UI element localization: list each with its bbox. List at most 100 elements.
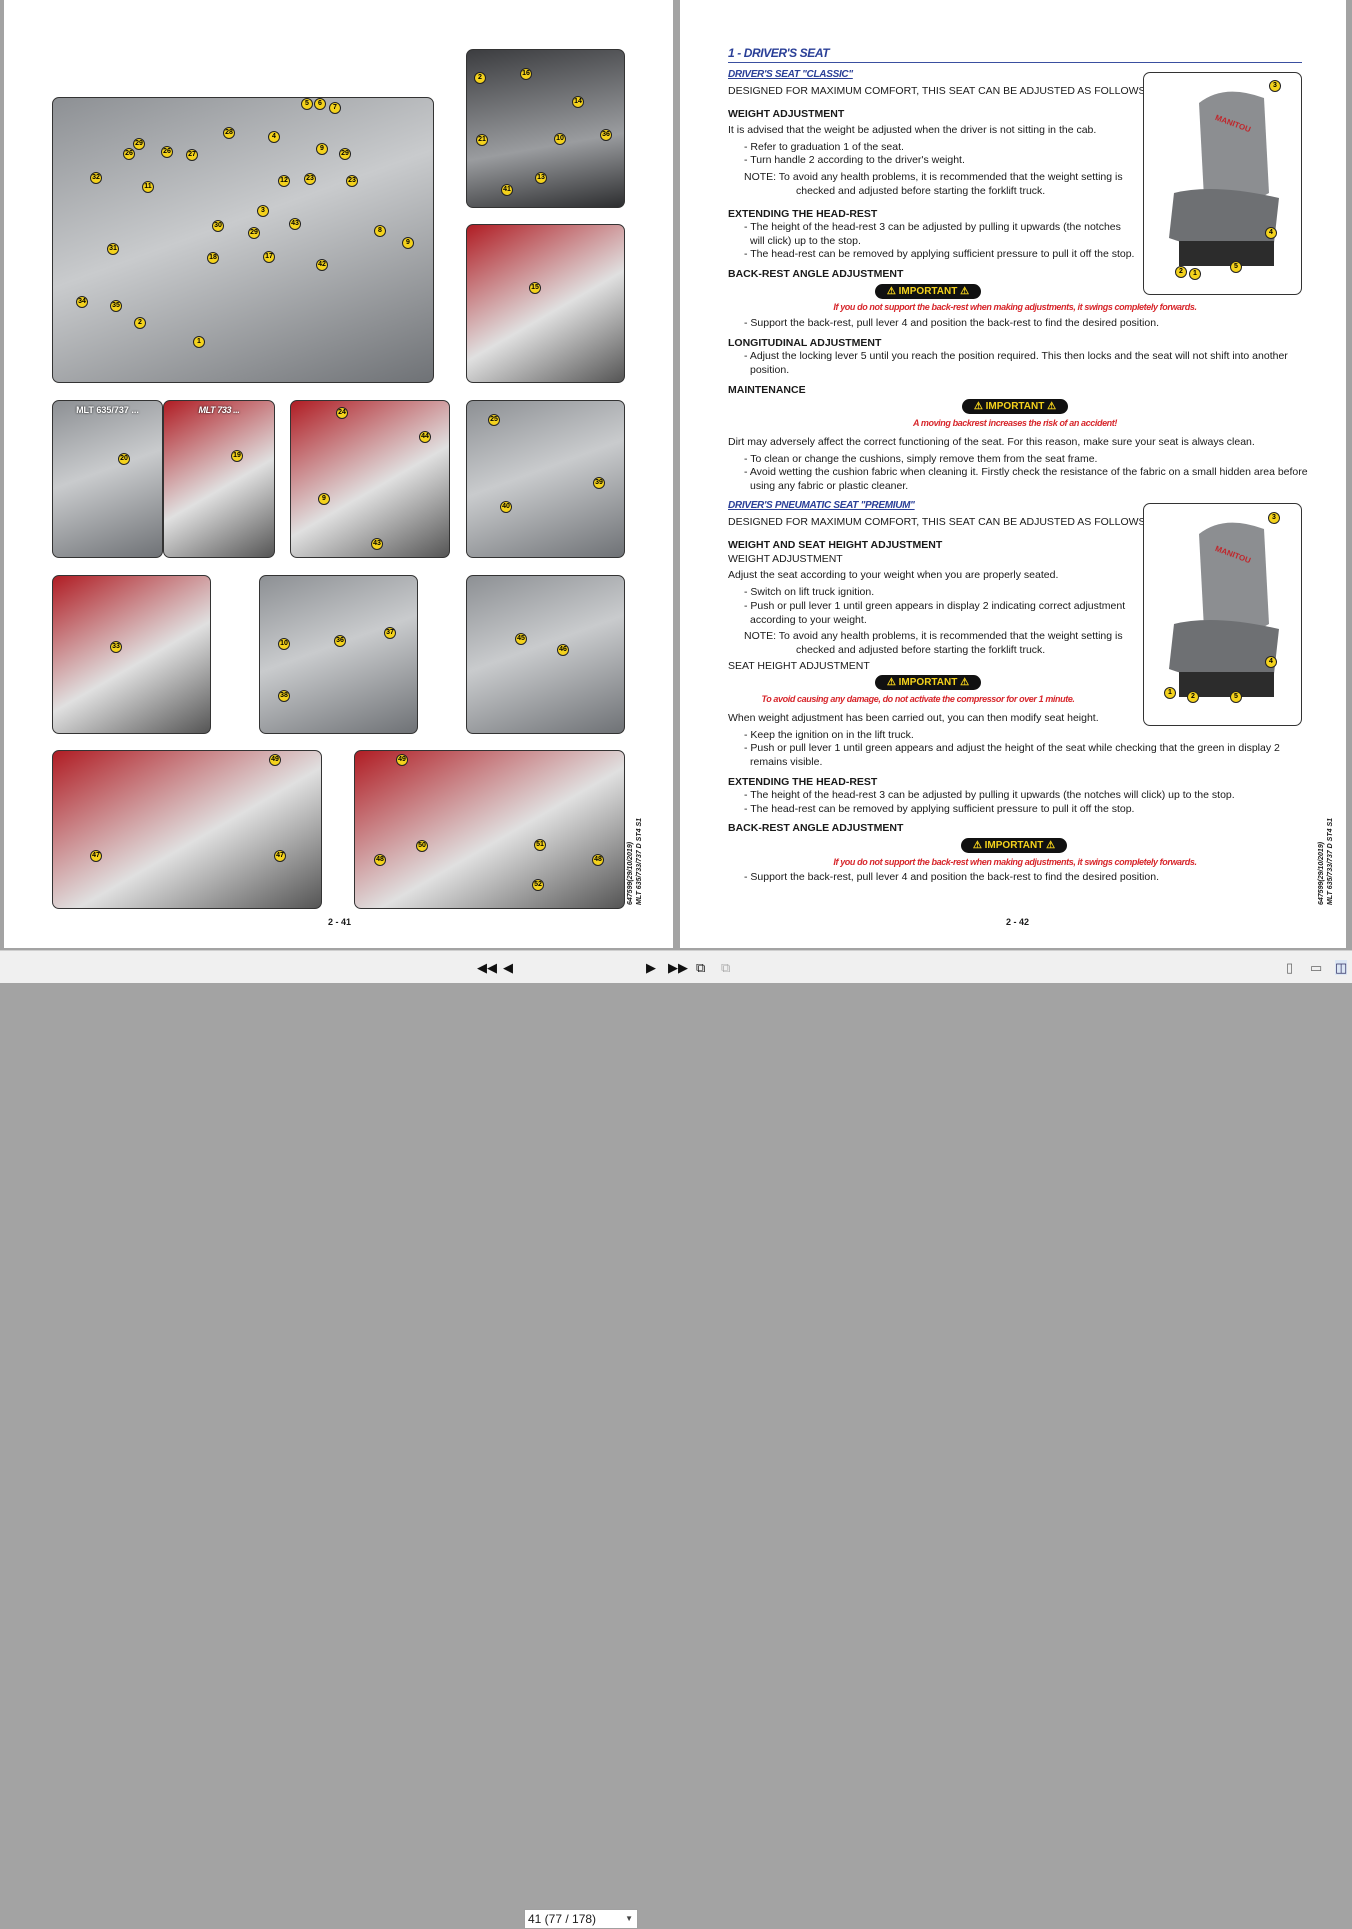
bullet: - Push or pull lever 1 until green appea… <box>744 600 1126 626</box>
bullet: - Adjust the locking lever 5 until you r… <box>744 350 1288 376</box>
callout-number: 14 <box>572 96 584 108</box>
heading: BACK-REST ANGLE ADJUSTMENT <box>728 822 904 834</box>
callout-number: 49 <box>269 754 281 766</box>
callout-number: 40 <box>500 501 512 513</box>
callout-number: 43 <box>371 538 383 550</box>
subsection-premium: DRIVER'S PNEUMATIC SEAT "PREMIUM" <box>728 500 915 511</box>
callout-number: 46 <box>557 644 569 656</box>
next-view-icon[interactable]: ⧉ <box>721 960 731 975</box>
continuous-page-icon[interactable]: ▭ <box>1310 960 1323 975</box>
doc-reference: 647599(29/10/2019)MLT 635/733/737 D ST4 … <box>1318 817 1334 905</box>
callout-number: 43 <box>289 218 301 230</box>
facing-pages-icon[interactable]: ◫ <box>1335 960 1348 975</box>
callout-number: 11 <box>142 181 154 193</box>
bullet: - Switch on lift truck ignition. <box>744 586 875 598</box>
section-title: 1 - DRIVER'S SEAT <box>728 46 830 60</box>
heading: EXTENDING THE HEAD-REST <box>728 208 878 220</box>
bullet: - The head-rest can be removed by applyi… <box>744 248 1135 260</box>
callout-number: 16 <box>520 68 532 80</box>
callout-number: 31 <box>107 243 119 255</box>
pdf-toolbar: ◀◀ ◀ 41 (77 / 178)▼ ▶ ▶▶ ⧉ ⧉ ▯ ▭ ◫ <box>0 950 1352 1929</box>
cab-photo <box>52 750 322 909</box>
seat-illustration: MANITOU <box>1169 91 1279 266</box>
classic-intro: DESIGNED FOR MAXIMUM COMFORT, THIS SEAT … <box>728 85 1149 97</box>
doc-reference: 647599(29/10/2019)MLT 635/733/737 D ST4 … <box>627 817 643 905</box>
bullet: - Avoid wetting the cushion fabric when … <box>744 466 1308 492</box>
callout-number: 9 <box>316 143 328 155</box>
cab-photo <box>290 400 450 558</box>
page-select[interactable]: 41 (77 / 178)▼ <box>524 1909 638 1929</box>
callout-number: 35 <box>110 300 122 312</box>
heading: WEIGHT AND SEAT HEIGHT ADJUSTMENT <box>728 539 943 551</box>
callout-number: 26 <box>123 148 135 160</box>
page-number: 2 - 41 <box>328 917 352 927</box>
callout-number: 47 <box>274 850 286 862</box>
paragraph: It is advised that the weight be adjuste… <box>728 124 1097 136</box>
callout-number: 19 <box>231 450 243 462</box>
bullet: - Turn handle 2 according to the driver'… <box>744 154 965 166</box>
bullet: - The head-rest can be removed by applyi… <box>744 803 1135 815</box>
callout-number: 38 <box>278 690 290 702</box>
next-page-icon[interactable]: ▶ <box>646 960 656 975</box>
single-page-icon[interactable]: ▯ <box>1286 960 1294 975</box>
callout-number: 7 <box>329 102 341 114</box>
callout-number: 10 <box>278 638 290 650</box>
heading: WEIGHT ADJUSTMENT <box>728 108 845 120</box>
warning-text: If you do not support the back-rest when… <box>833 302 1197 312</box>
callout-number: 8 <box>374 225 386 237</box>
bullet: - Keep the ignition on in the lift truck… <box>744 729 914 741</box>
callout-number: 6 <box>314 98 326 110</box>
last-page-icon[interactable]: ▶▶ <box>668 960 688 975</box>
bullet: - The height of the head-rest 3 can be a… <box>744 789 1235 801</box>
callout-number: 36 <box>334 635 346 647</box>
cab-photo: MLT 635/737 ... <box>52 400 163 558</box>
premium-intro: DESIGNED FOR MAXIMUM COMFORT, THIS SEAT … <box>728 516 1149 528</box>
cab-photo <box>466 575 625 734</box>
paragraph: Adjust the seat according to your weight… <box>728 569 1059 581</box>
callout-number: 13 <box>535 172 547 184</box>
first-page-icon[interactable]: ◀◀ <box>477 960 497 975</box>
callout-number: 42 <box>316 259 328 271</box>
callout-number: 33 <box>110 641 122 653</box>
callout-number: 3 <box>1268 512 1280 524</box>
callout-number: 23 <box>304 173 316 185</box>
heading: BACK-REST ANGLE ADJUSTMENT <box>728 268 904 280</box>
callout-number: 48 <box>592 854 604 866</box>
previous-page-icon[interactable]: ◀ <box>503 960 513 975</box>
callout-number: 15 <box>529 282 541 294</box>
cab-photo <box>259 575 418 734</box>
page-number: 2 - 42 <box>1006 917 1030 927</box>
note: NOTE: To avoid any health problems, it i… <box>744 630 1123 656</box>
bullet: - Refer to graduation 1 of the seat. <box>744 141 904 153</box>
bullet: - Support the back-rest, pull lever 4 an… <box>744 871 1159 883</box>
callout-number: 5 <box>1230 261 1242 273</box>
cab-photo: MLT 733 ... <box>163 400 275 558</box>
cab-photo <box>354 750 625 909</box>
warning-text: A moving backrest increases the risk of … <box>913 418 1117 428</box>
callout-number: 2 <box>134 317 146 329</box>
title-rule <box>728 62 1302 63</box>
callout-number: 2 <box>1187 691 1199 703</box>
callout-number: 30 <box>212 220 224 232</box>
previous-view-icon[interactable]: ⧉ <box>696 960 706 975</box>
callout-number: 9 <box>402 237 414 249</box>
callout-number: 17 <box>263 251 275 263</box>
important-badge: ⚠ IMPORTANT ⚠ <box>962 399 1068 414</box>
callout-number: 27 <box>186 149 198 161</box>
callout-number: 18 <box>207 252 219 264</box>
cab-photo <box>52 575 211 734</box>
callout-number: 47 <box>90 850 102 862</box>
subsection-classic: DRIVER'S SEAT "CLASSIC" <box>728 69 853 80</box>
callout-number: 26 <box>161 146 173 158</box>
cab-photo <box>466 224 625 383</box>
callout-number: 9 <box>318 493 330 505</box>
callout-number: 32 <box>90 172 102 184</box>
callout-number: 44 <box>419 431 431 443</box>
callout-number: 29 <box>133 138 145 150</box>
callout-number: 39 <box>593 477 605 489</box>
callout-number: 29 <box>248 227 260 239</box>
paragraph: Dirt may adversely affect the correct fu… <box>728 436 1255 448</box>
